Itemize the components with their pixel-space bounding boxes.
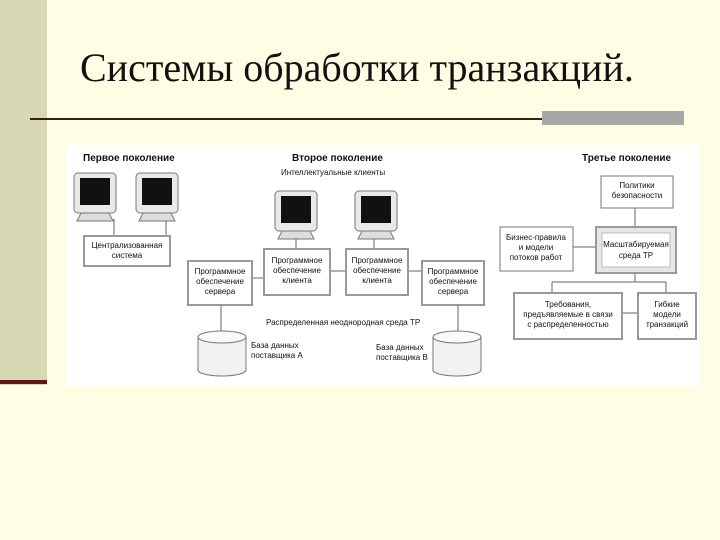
- server-software-line-3: сервера: [205, 287, 236, 296]
- database-icon: [197, 330, 247, 377]
- slide-title: Системы обработки транзакций.: [80, 45, 634, 90]
- client-software-line-1: Программное: [352, 256, 403, 265]
- centralized-system-box: Централизованная система: [83, 235, 171, 267]
- server-software-box: Программное обеспечение сервера: [421, 260, 485, 306]
- requirements-line-1: Требования,: [545, 300, 591, 309]
- second-generation-label: Второе поколение: [292, 153, 383, 164]
- computer-monitor-icon: [73, 172, 117, 222]
- title-rule-accent: [542, 111, 684, 125]
- computer-monitor-icon: [354, 190, 398, 240]
- requirements-box: Требования, предъявляемые в связи с расп…: [513, 292, 623, 340]
- intelligent-clients-label: Интеллектуальные клиенты: [281, 168, 385, 177]
- server-software-line-3: сервера: [438, 287, 469, 296]
- scalable-environment-line-1: Масштабируемая: [603, 240, 669, 249]
- scalable-environment-box: Масштабируемая среда ТР: [595, 226, 677, 274]
- flexible-models-box: Гибкие модели транзакций: [637, 292, 697, 340]
- business-rules-line-3: потоков работ: [510, 253, 563, 262]
- database-b-line-2: поставщика В: [376, 353, 428, 362]
- title-rule: [30, 118, 542, 120]
- database-a-line-2: поставщика А: [251, 351, 303, 360]
- flexible-models-line-1: Гибкие: [654, 300, 680, 309]
- server-software-line-2: обеспечение: [196, 277, 244, 286]
- server-software-line-1: Программное: [195, 267, 246, 276]
- server-software-line-1: Программное: [428, 267, 479, 276]
- flexible-models-line-2: модели: [653, 310, 681, 319]
- side-bar-underline: [0, 380, 47, 384]
- security-policy-line-2: безопасности: [612, 191, 663, 200]
- requirements-line-3: с распределенностью: [527, 320, 608, 329]
- third-generation-label: Третье поколение: [582, 153, 672, 164]
- distributed-environment-label: Распределенная неоднородная среда ТР: [266, 318, 420, 327]
- flexible-models-line-3: транзакций: [646, 320, 688, 329]
- client-software-line-3: клиента: [362, 276, 392, 285]
- transaction-systems-diagram: Первое поколение Второе поколение Третье…: [73, 153, 697, 377]
- client-software-line-2: обеспечение: [353, 266, 401, 275]
- client-software-line-3: клиента: [282, 276, 312, 285]
- client-software-box: Программное обеспечение клиента: [345, 248, 409, 296]
- database-b-line-1: База данных: [376, 343, 424, 352]
- centralized-system-line-1: Централизованная: [92, 241, 163, 250]
- scalable-environment-line-2: среда ТР: [619, 251, 653, 260]
- server-software-box: Программное обеспечение сервера: [187, 260, 253, 306]
- computer-monitor-icon: [135, 172, 179, 222]
- computer-monitor-icon: [274, 190, 318, 240]
- business-rules-line-1: Бизнес-правила: [506, 233, 567, 242]
- security-policy-box: Политики безопасности: [600, 175, 674, 209]
- database-icon: [432, 330, 482, 377]
- requirements-line-2: предъявляемые в связи: [523, 310, 612, 319]
- centralized-system-line-2: система: [112, 251, 143, 260]
- client-software-line-1: Программное: [272, 256, 323, 265]
- business-rules-box: Бизнес-правила и модели потоков работ: [499, 226, 574, 272]
- client-software-box: Программное обеспечение клиента: [263, 248, 331, 296]
- side-bar-decoration: [0, 0, 47, 385]
- connector-lines: [113, 208, 667, 332]
- business-rules-line-2: и модели: [519, 243, 553, 252]
- database-a-line-1: База данных: [251, 341, 299, 350]
- first-generation-label: Первое поколение: [83, 153, 175, 164]
- server-software-line-2: обеспечение: [429, 277, 477, 286]
- security-policy-line-1: Политики: [619, 181, 654, 190]
- client-software-line-2: обеспечение: [273, 266, 321, 275]
